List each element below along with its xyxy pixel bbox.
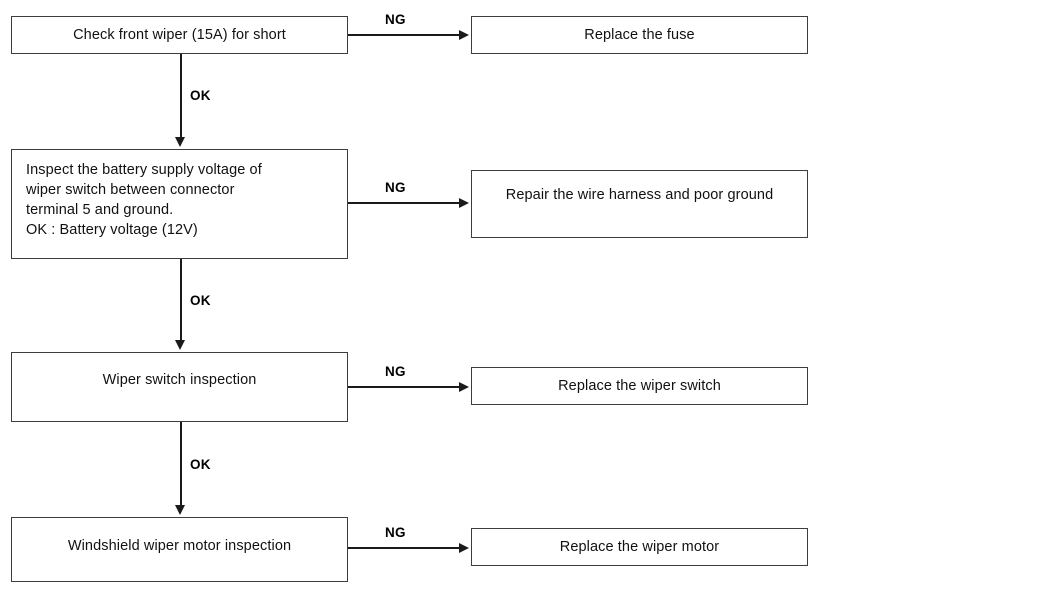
node-repair-wire-harness-and-poor-ground-label: Repair the wire harness and poor ground (505, 187, 774, 203)
connector-ng-3-arrowhead (459, 381, 469, 392)
edge-label-ok-3: OK (190, 457, 211, 472)
connector-ng-3-line (348, 386, 461, 388)
node-replace-the-wiper-motor-label: Replace the wiper motor (559, 539, 720, 555)
connector-ng-1-arrowhead (459, 29, 469, 40)
node-windshield-wiper-motor-inspection[interactable]: Windshield wiper motor inspection (11, 517, 348, 582)
node-replace-the-wiper-motor[interactable]: Replace the wiper motor (471, 528, 808, 566)
node-wiper-switch-inspection[interactable]: Wiper switch inspection (11, 352, 348, 422)
edge-label-ng-4: NG (385, 525, 406, 540)
connector-ok-2-line (180, 259, 182, 341)
connector-ng-2-line (348, 202, 461, 204)
connector-ok-3-line (180, 422, 182, 506)
node-replace-the-fuse[interactable]: Replace the fuse (471, 16, 808, 54)
connector-ng-4-arrowhead (459, 542, 469, 553)
node-wiper-switch-inspection-label: Wiper switch inspection (102, 372, 257, 388)
edge-label-ng-3: NG (385, 364, 406, 379)
node-check-front-wiper-fuse[interactable]: Check front wiper (15A) for short (11, 16, 348, 54)
node-check-front-wiper-fuse-label: Check front wiper (15A) for short (73, 27, 286, 43)
edge-label-ng-1: NG (385, 12, 406, 27)
connector-ng-1-line (348, 34, 461, 36)
node-replace-the-wiper-switch-label: Replace the wiper switch (558, 378, 721, 394)
edge-label-ok-2: OK (190, 293, 211, 308)
connector-ok-3-arrowhead (175, 505, 186, 515)
node-repair-wire-harness-and-poor-ground[interactable]: Repair the wire harness and poor ground (471, 170, 808, 238)
connector-ng-2-arrowhead (459, 197, 469, 208)
node-inspect-battery-supply-voltage-label: Inspect the battery supply voltage of wi… (26, 162, 262, 238)
node-replace-the-fuse-label: Replace the fuse (584, 27, 695, 43)
node-inspect-battery-supply-voltage[interactable]: Inspect the battery supply voltage of wi… (11, 149, 348, 259)
node-windshield-wiper-motor-inspection-label: Windshield wiper motor inspection (67, 538, 292, 554)
connector-ok-2-arrowhead (175, 340, 186, 350)
node-replace-the-wiper-switch[interactable]: Replace the wiper switch (471, 367, 808, 405)
edge-label-ok-1: OK (190, 88, 211, 103)
connector-ok-1-arrowhead (175, 137, 186, 147)
connector-ng-4-line (348, 547, 461, 549)
edge-label-ng-2: NG (385, 180, 406, 195)
connector-ok-1-line (180, 54, 182, 138)
